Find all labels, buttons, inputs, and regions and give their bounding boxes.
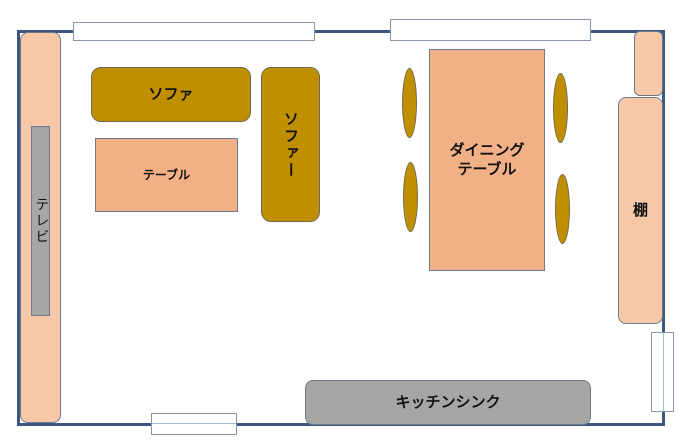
shelf-small <box>634 31 663 96</box>
wall-top-left <box>17 30 73 33</box>
door-sash-line <box>663 333 664 411</box>
window-bottom <box>151 413 237 435</box>
window-top-left <box>73 22 315 41</box>
sofa-horizontal: ソファ <box>91 67 251 122</box>
kitchen-sink-label: キッチンシンク <box>395 393 501 412</box>
shelf-label: 棚 <box>632 201 648 220</box>
dining-chair-right-top <box>553 73 568 143</box>
wall-right <box>662 30 665 426</box>
dining-table-label-line1: ダイニング <box>449 141 525 160</box>
coffee-table: テーブル <box>95 138 238 212</box>
window-top-right <box>390 19 591 41</box>
sofa-vertical-label: ソファー <box>281 110 300 179</box>
dining-chair-right-bottom <box>555 174 570 244</box>
window-sash-line <box>152 423 236 424</box>
tv-label: テレビ <box>33 197 50 245</box>
dining-chair-left-bottom <box>403 162 418 232</box>
dining-table: ダイニング テーブル <box>429 49 545 271</box>
kitchen-sink: キッチンシンク <box>305 380 591 425</box>
wall-top-middle <box>315 30 390 33</box>
coffee-table-label: テーブル <box>142 167 191 182</box>
door-right <box>651 332 674 412</box>
wall-left <box>17 30 20 426</box>
sofa-horizontal-label: ソファ <box>148 85 194 104</box>
wall-top-right <box>591 30 665 33</box>
dining-table-label-line2: テーブル <box>457 160 517 178</box>
sofa-vertical: ソファー <box>261 67 320 222</box>
shelf: 棚 <box>618 97 663 324</box>
dining-chair-left-top <box>402 68 417 138</box>
tv: テレビ <box>31 126 50 316</box>
